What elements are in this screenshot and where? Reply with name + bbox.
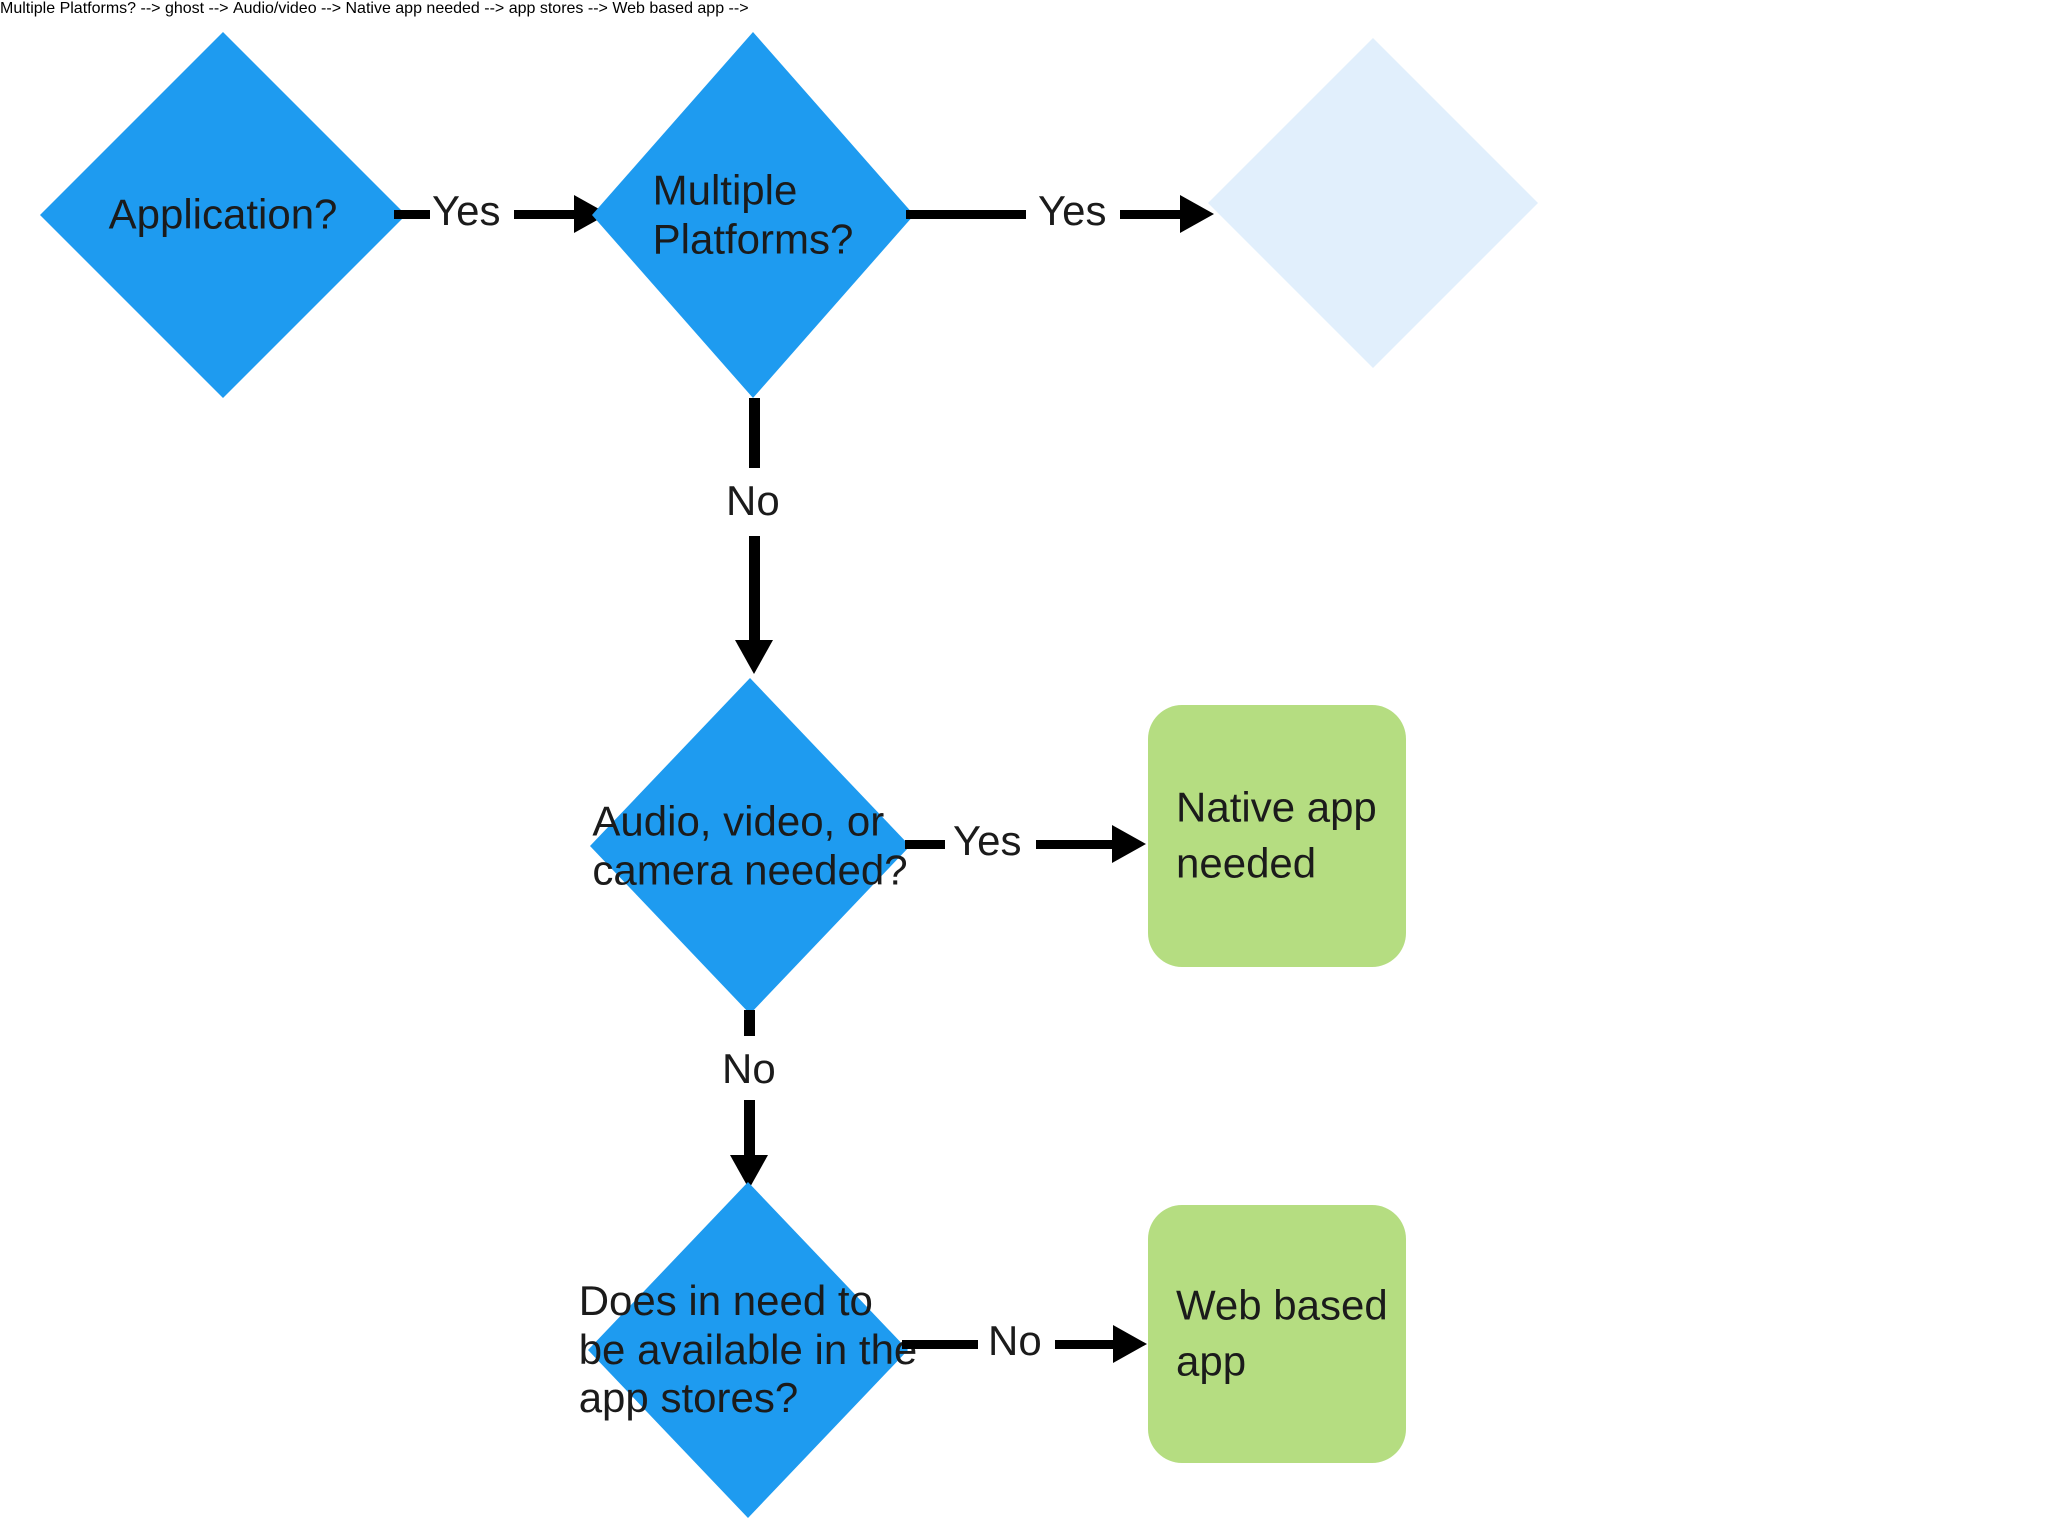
edge-label-no-3: No xyxy=(988,1317,1042,1364)
arrowhead-multiple-platforms-to-ghost xyxy=(1180,195,1214,233)
edge-audio-video-to-native-app-line xyxy=(905,840,945,849)
edge-audio-video-to-app-stores-stub xyxy=(744,1010,755,1036)
web-app-line1: Web based xyxy=(1176,1281,1388,1329)
decision-node-application[interactable]: Application? xyxy=(40,32,406,398)
terminal-node-web-app-label: Web based app xyxy=(1176,1278,1388,1391)
arrowhead-audio-video-to-native-app xyxy=(1112,825,1146,863)
arrowhead-multiple-platforms-to-audio-video xyxy=(735,640,773,674)
decision-node-ghost[interactable] xyxy=(1208,38,1538,368)
edge-multiple-platforms-to-ghost-line2 xyxy=(1120,210,1182,219)
edge-multiple-platforms-to-audio-video-line xyxy=(749,536,760,646)
edge-application-to-multiple-platforms-line2 xyxy=(514,210,576,219)
edge-application-to-multiple-platforms-line xyxy=(394,210,430,219)
native-app-line1: Native app xyxy=(1176,783,1377,831)
edge-multiple-platforms-to-ghost-line xyxy=(906,210,1026,219)
native-app-line2: needed xyxy=(1176,840,1317,887)
diamond-shape-multiple-platforms xyxy=(592,32,914,398)
edge-label-yes-1: Yes xyxy=(432,187,501,234)
edge-audio-video-to-native-app-line2 xyxy=(1036,840,1116,849)
terminal-node-native-app-label: Native app needed xyxy=(1176,780,1377,893)
edge-app-stores-to-web-app-line2 xyxy=(1055,1340,1117,1349)
diamond-shape-audio-video xyxy=(590,678,910,1014)
edge-label-yes-3: Yes xyxy=(953,817,1022,864)
edge-label-no-2: No xyxy=(722,1045,776,1092)
terminal-node-web-app[interactable]: Web based app xyxy=(1148,1205,1406,1463)
edge-app-stores-to-web-app-line xyxy=(902,1340,978,1349)
edge-audio-video-to-app-stores-line xyxy=(744,1100,755,1162)
arrowhead-app-stores-to-web-app xyxy=(1113,1325,1147,1363)
diamond-shape-app-stores xyxy=(588,1182,908,1518)
edge-label-no-1: No xyxy=(726,477,780,524)
web-app-line2: app xyxy=(1176,1338,1247,1385)
terminal-node-native-app[interactable]: Native app needed xyxy=(1148,705,1406,967)
edge-label-yes-2: Yes xyxy=(1038,187,1107,234)
diamond-shape-ghost xyxy=(1208,38,1538,368)
edge-multiple-platforms-to-audio-video-stub xyxy=(749,398,760,468)
diamond-shape-application xyxy=(40,32,406,398)
